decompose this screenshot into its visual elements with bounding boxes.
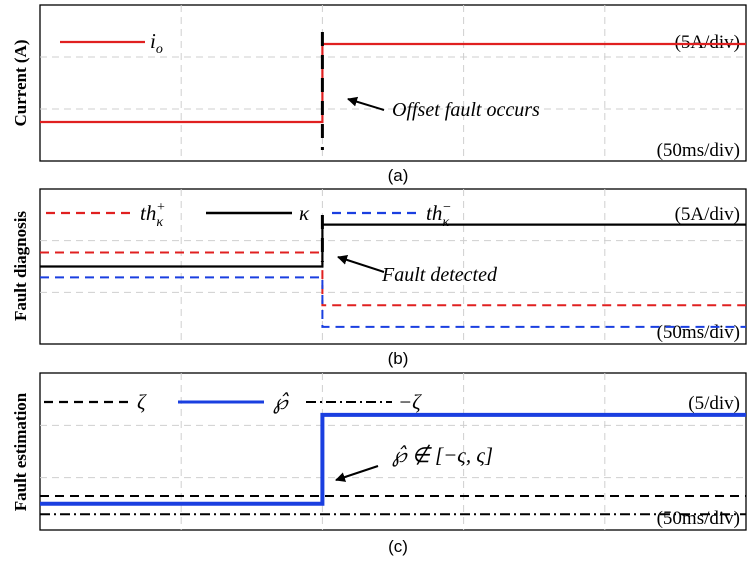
caption-c: (c): [388, 537, 408, 556]
panel-c-legend: ζ ℘̂ −ζ: [44, 390, 422, 414]
legend-kappa-label: κ: [299, 201, 310, 225]
legend-thk-minus-label: thκ−: [426, 200, 452, 230]
panel-a-frame: [39, 4, 747, 162]
panel-a: Current (A) io (5A/div) (50ms/div) Offse…: [11, 4, 747, 162]
panel-b: Fault diagnosis thκ+ κ thκ− (5A/div) (50…: [11, 188, 747, 345]
panel-a-ylabel: Current (A): [11, 39, 30, 126]
panel-a-yscale: (5A/div): [675, 32, 740, 53]
legend-phat-label: ℘̂: [273, 390, 290, 414]
panel-a-annotation: Offset fault occurs: [392, 99, 540, 121]
panel-a-grid: [40, 5, 746, 161]
panel-c-yscale: (5/div): [688, 393, 740, 414]
caption-a: (a): [388, 166, 409, 185]
series-line-κ: [40, 223, 746, 268]
panel-c: Fault estimation ζ ℘̂ −ζ (5/div) (50ms/d…: [11, 372, 747, 531]
panel-b-xscale: (50ms/div): [657, 322, 740, 343]
legend-thk-plus-label: thκ+: [140, 200, 166, 230]
panel-c-ylabel: Fault estimation: [11, 392, 30, 511]
series-line-th_κ^+: [40, 251, 746, 307]
panel-b-annotation: Fault detected: [381, 264, 498, 286]
estimation-arrow: [335, 465, 379, 482]
panel-b-yscale: (5A/div): [675, 204, 740, 225]
series-line-℘̂: [40, 412, 746, 506]
panel-a-xscale: (50ms/div): [657, 140, 740, 161]
fault-detected-arrow: [337, 255, 385, 273]
legend-io-label: io: [150, 29, 163, 57]
panel-c-annotation: ℘̂∉[−ς, ς]: [392, 443, 493, 467]
panel-c-xscale: (50ms/div): [657, 508, 740, 529]
panel-b-legend: thκ+ κ thκ−: [46, 200, 452, 230]
series-line-th_κ^-: [40, 276, 746, 328]
panel-a-legend: io: [60, 29, 163, 57]
panel-b-ylabel: Fault diagnosis: [11, 211, 30, 321]
offset-fault-arrow: [347, 96, 385, 111]
legend-neg-zeta-label: −ζ: [398, 390, 422, 414]
legend-zeta-label: ζ: [137, 390, 147, 414]
panel-c-series: [40, 412, 746, 516]
caption-b: (b): [388, 349, 409, 368]
panel-c-frame: [39, 372, 747, 531]
